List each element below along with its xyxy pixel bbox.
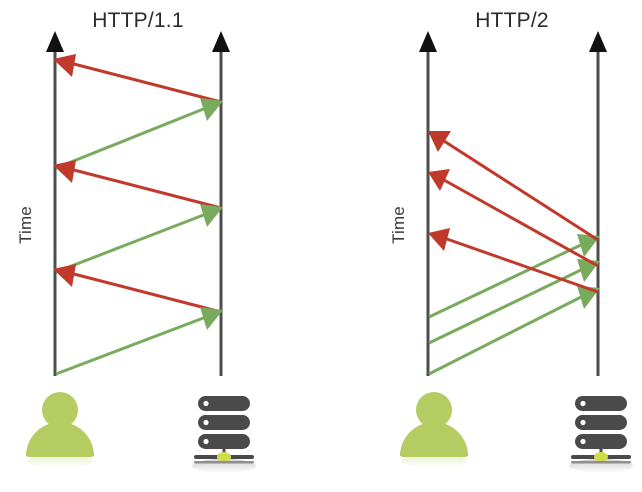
- message-arrow-response: [53, 264, 222, 314]
- client-timeline-axis-http2: [419, 31, 437, 376]
- message-arrow-response: [428, 169, 599, 268]
- message-arrow-request: [55, 307, 223, 376]
- server-icon: [192, 396, 256, 473]
- message-arrow-request: [55, 204, 223, 274]
- message-arrow-response: [428, 228, 599, 294]
- message-arrow-response: [53, 160, 222, 210]
- server-timeline-axis-http11: [212, 31, 230, 376]
- time-axis-label-http2: Time: [389, 206, 408, 244]
- server-icon: [569, 396, 633, 473]
- server-timeline-axis-http2: [589, 31, 607, 376]
- message-arrows-http11: [53, 54, 223, 376]
- message-arrow-request: [55, 98, 223, 170]
- user-icon: [26, 392, 94, 468]
- message-arrow-response: [428, 131, 599, 242]
- time-axis-label-http11: Time: [16, 206, 35, 244]
- message-arrow-response: [53, 54, 222, 104]
- panel-title-http11: HTTP/1.1: [92, 9, 183, 32]
- client-timeline-axis-http11: [46, 31, 64, 376]
- message-arrows-http2: [428, 131, 600, 376]
- message-arrow-request: [428, 234, 600, 319]
- panel-http2: HTTP/2 Time: [389, 9, 633, 473]
- panel-title-http2: HTTP/2: [475, 9, 549, 32]
- user-icon: [400, 392, 468, 468]
- panel-http11: HTTP/1.1 Time: [16, 9, 256, 473]
